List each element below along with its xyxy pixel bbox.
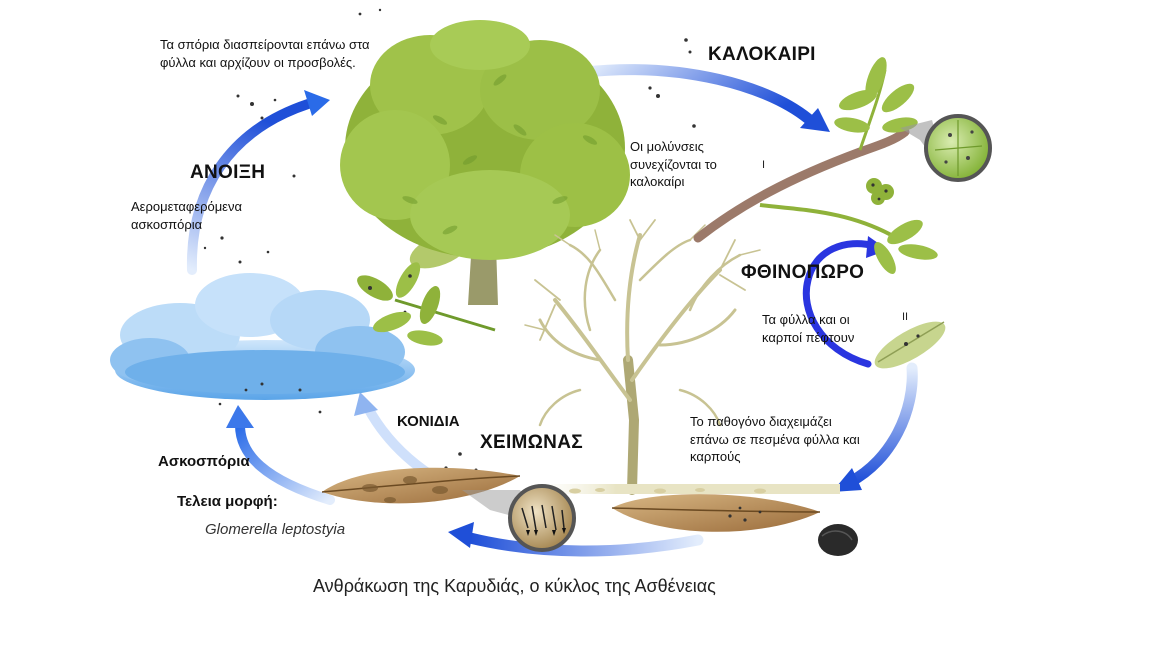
cycle-arrow-winter-bottom <box>448 522 704 557</box>
fallen-walnut <box>818 524 858 556</box>
note-summer-infections: Οι μολύνσεις συνεχίζονται το καλοκαίρι <box>630 139 717 190</box>
stage-mark-i: I <box>762 159 766 171</box>
note-overwinter: Το παθογόνο διαχειμάζει επάνω σε πεσμένα… <box>690 414 860 465</box>
season-autumn: ΦΘΙΝΟΠΩΡΟ <box>741 262 865 283</box>
cycle-arrow-conidia <box>354 392 437 481</box>
winter-tree <box>524 219 761 495</box>
falling-leaf <box>874 321 946 369</box>
infected-leaf-cluster <box>357 262 496 346</box>
ground <box>520 484 840 494</box>
note-airborne-ascospores: Αερομεταφερόμενα ασκοσπόρια <box>131 199 242 232</box>
magnifier-summer-leaf <box>900 114 992 182</box>
summer-branch <box>693 57 938 274</box>
label-ascospores: Ασκοσπόρια <box>158 453 250 470</box>
magnifier-fallen-leaf <box>462 484 576 552</box>
cycle-arrow-spring-rise <box>186 90 330 275</box>
cycle-arrow-spring-summer <box>579 64 830 132</box>
summer-tree <box>340 20 630 305</box>
label-perfect-form: Τελεια μορφή: <box>177 493 278 510</box>
stage-mark-ii: II <box>902 311 909 323</box>
season-winter: ΧΕΙΜΩΝΑΣ <box>480 432 583 453</box>
note-spores-spread: Τα σπόρια διασπείρονται επάνω στα φύλλα … <box>160 37 370 70</box>
cycle-arrow-winter-spring <box>226 405 335 505</box>
cloud <box>110 273 415 400</box>
diagram-caption: Ανθράκωση της Καρυδιάς, ο κύκλος της Ασθ… <box>313 576 716 596</box>
season-spring: ΑΝΟΙΞΗ <box>190 162 266 183</box>
season-summer: ΚΑΛΟΚΑΙΡΙ <box>708 44 816 65</box>
label-conidia: ΚΟΝΙΔΙΑ <box>397 413 460 430</box>
spore-particles <box>203 8 696 472</box>
label-species-name: Glomerella leptostyia <box>205 521 346 538</box>
note-leaves-fall: Τα φύλλα και οι καρποί πέφτουν <box>762 312 855 345</box>
fallen-leaf-right <box>611 494 821 532</box>
